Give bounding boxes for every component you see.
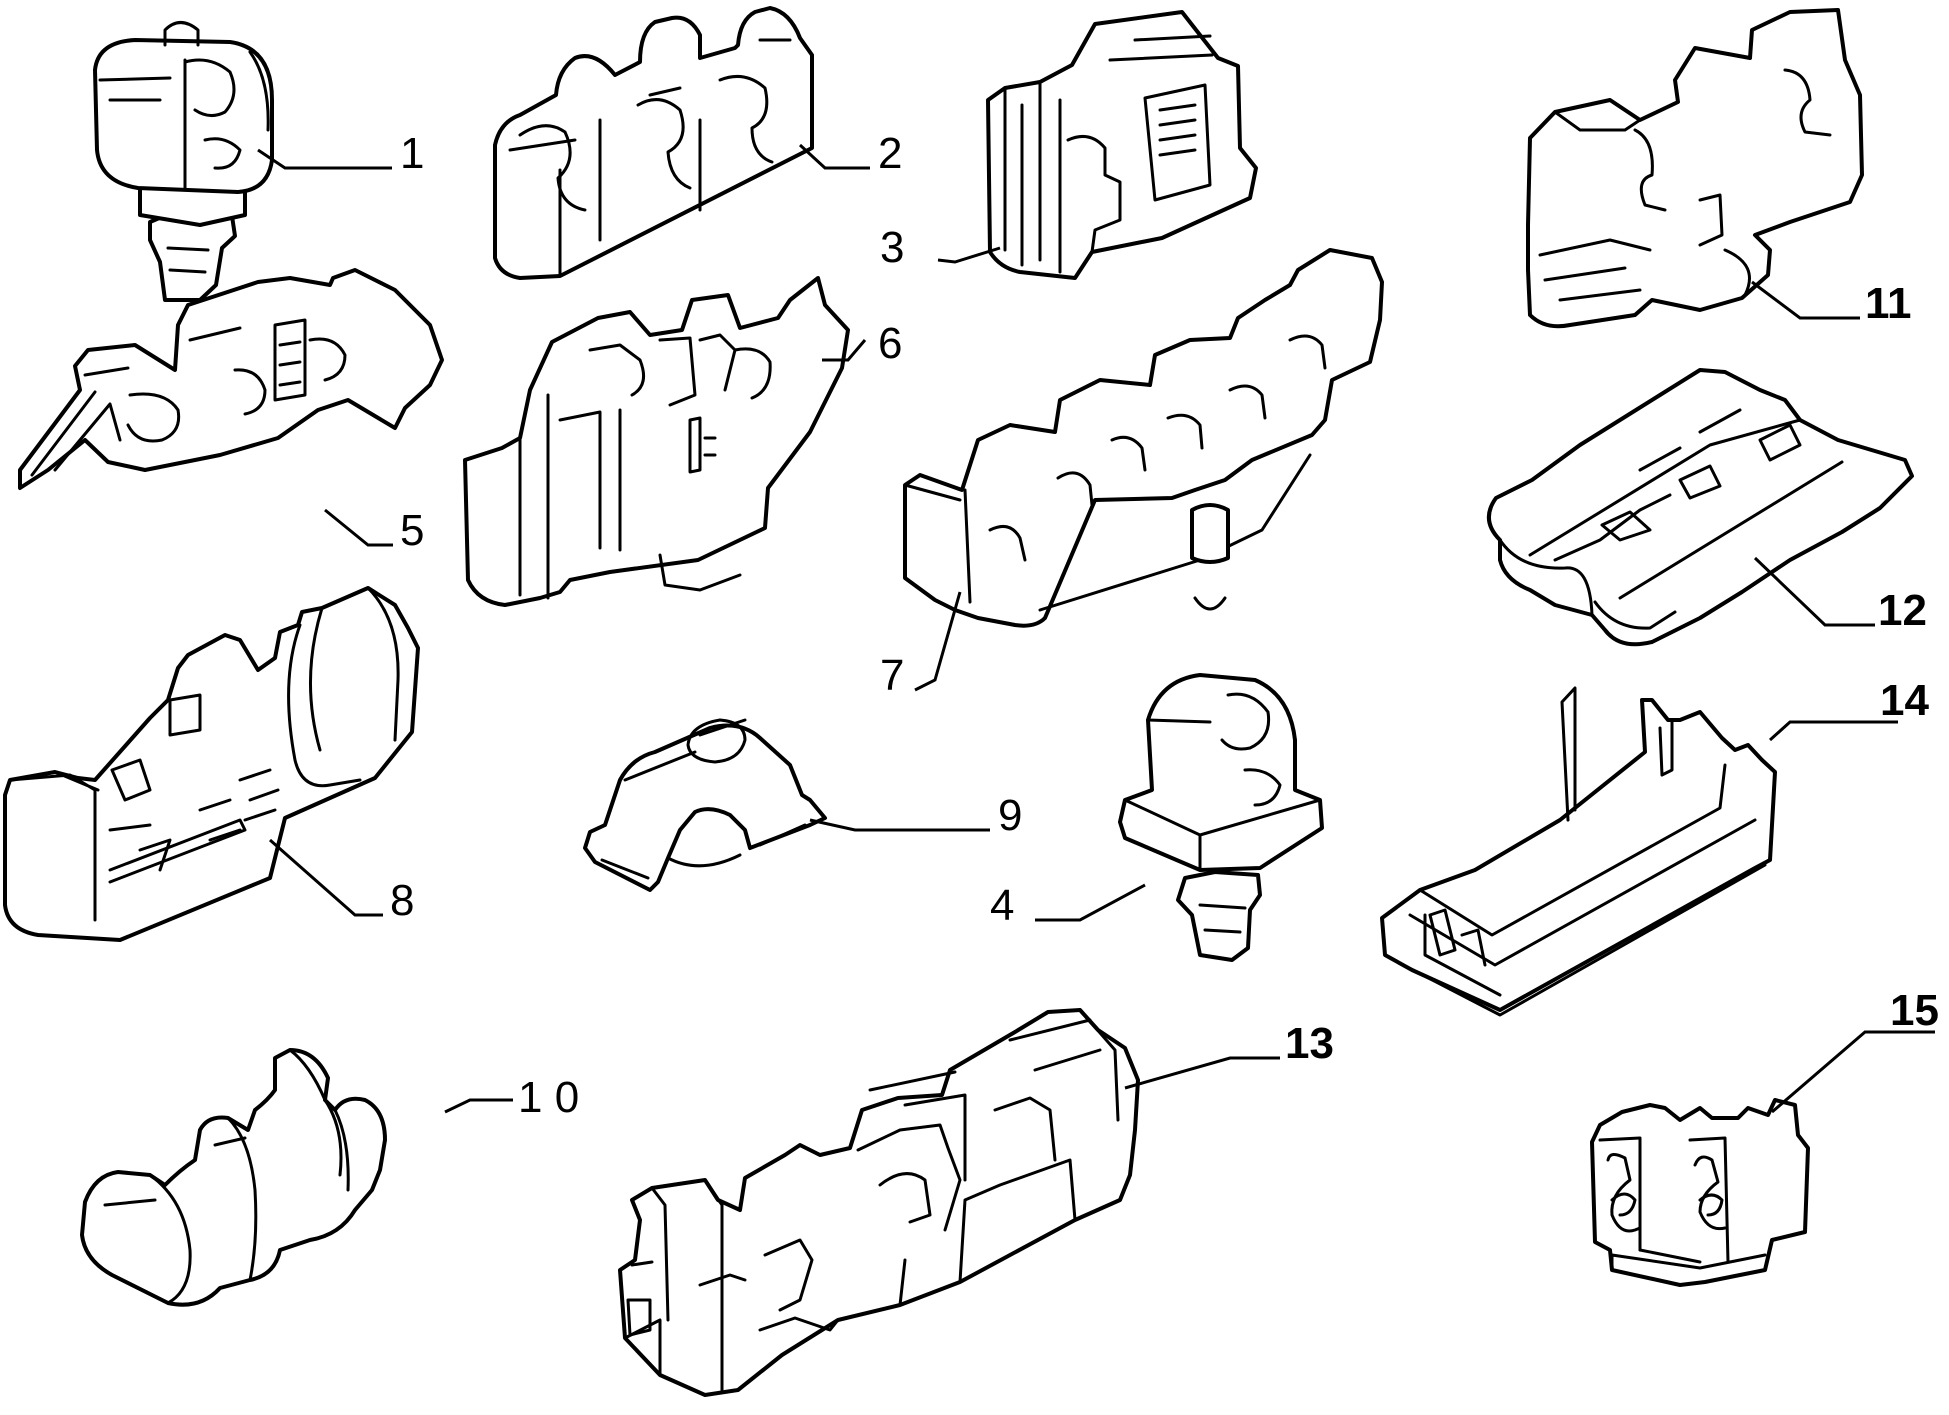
part-9-saddle-clamp: [583, 718, 827, 892]
callout-6: 6: [878, 319, 902, 368]
callout-7: 7: [880, 651, 904, 700]
leader-9: [809, 818, 990, 832]
part-3-latch-clip: [986, 10, 1258, 280]
leader-15: [1771, 1030, 1935, 1114]
leader-13: [1124, 1056, 1280, 1090]
callout-5: 5: [400, 506, 424, 555]
part-4-flanged-pin-clip: [1118, 673, 1324, 962]
part-13-latch-double-clip: [618, 1008, 1140, 1397]
leader-6: [822, 339, 867, 362]
leader-lines: [257, 143, 1935, 1114]
part-11-double-clip: [1526, 8, 1864, 329]
part-5-angled-clip: [18, 268, 444, 490]
leader-5: [324, 508, 393, 547]
part-6-double-clip-housing: [463, 276, 850, 607]
callout-15: 15: [1890, 986, 1939, 1035]
callout-8: 8: [390, 876, 414, 925]
callout-13: 13: [1285, 1019, 1334, 1068]
leader-12: [1753, 556, 1875, 627]
part-10-half-shell: [80, 1048, 387, 1307]
callout-4: 4: [990, 881, 1014, 930]
leader-1: [257, 148, 392, 170]
callout-11: 11: [1865, 279, 1912, 328]
callout-9: 9: [998, 791, 1022, 840]
part-1-pin-clip: [93, 21, 274, 302]
leader-2: [798, 143, 870, 170]
callout-1: 1: [400, 129, 424, 178]
callout-14: 14: [1880, 676, 1929, 725]
leader-4: [1035, 883, 1146, 922]
callout-3: 3: [880, 223, 904, 272]
leader-8: [269, 838, 383, 917]
leader-11: [1751, 280, 1860, 320]
leader-14: [1768, 720, 1898, 742]
part-12-twin-channel: [1487, 368, 1914, 647]
leader-10: [444, 1098, 513, 1114]
leader-7: [914, 591, 962, 692]
callout-labels: 1 2 3 4 5 6 7 8 9 1 0 11 12 13 14 15: [390, 129, 1939, 1122]
callout-12: 12: [1878, 586, 1927, 635]
callout-2: 2: [878, 129, 902, 178]
part-14-angled-tray: [1380, 686, 1777, 1017]
part-8-loop-clip: [3, 586, 420, 942]
part-15-twin-clip-small: [1590, 1098, 1810, 1287]
part-2-triple-clip: [493, 6, 814, 280]
leader-3: [937, 246, 1001, 264]
callout-10: 1 0: [518, 1073, 579, 1122]
part-7-multi-clip-pin: [903, 248, 1384, 628]
